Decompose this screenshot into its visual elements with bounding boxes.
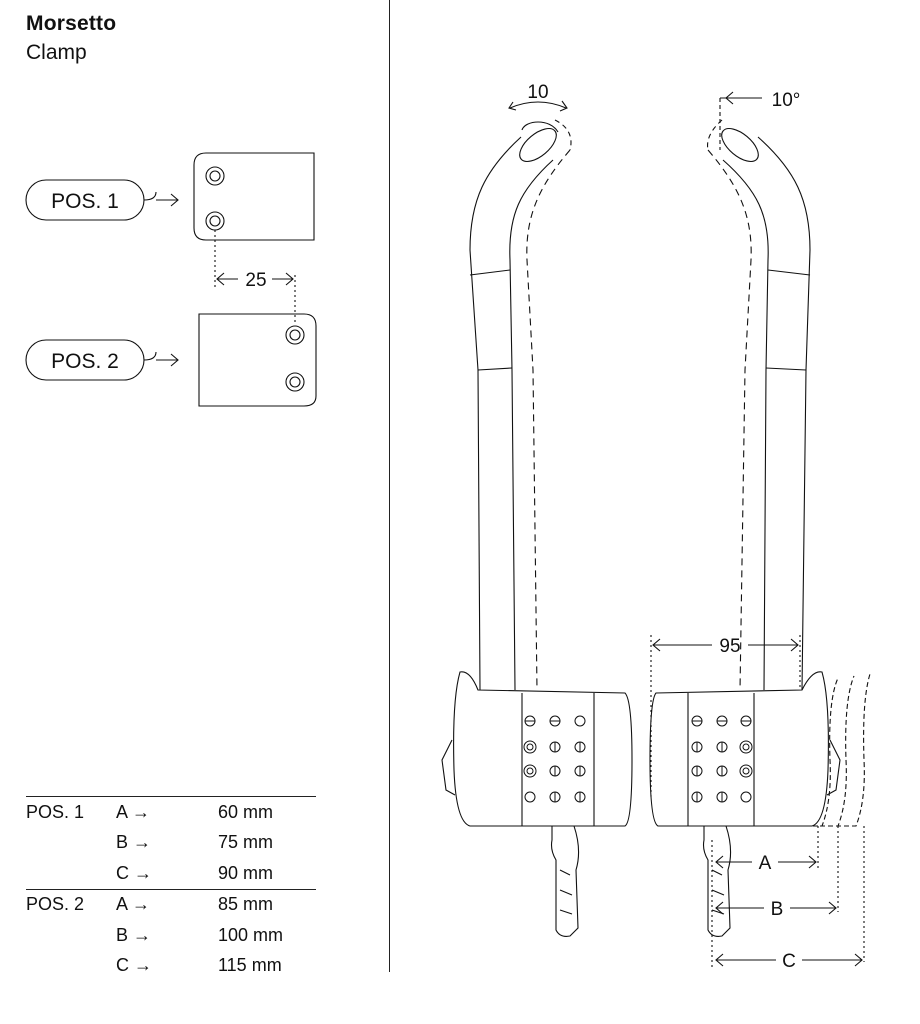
table-key-cell: C → (116, 955, 152, 976)
clamp-pos-2-callout: POS. 2 (25, 339, 179, 381)
right-rotation-dimension: 10° (720, 90, 800, 111)
pos-2-arrow (143, 351, 179, 367)
vertical-divider (389, 0, 390, 972)
table-pos-cell: POS. 2 (26, 888, 116, 920)
page-title: Morsetto (26, 12, 117, 35)
width-95-label: 95 (719, 636, 740, 657)
plate-1-hole-bottom (205, 211, 225, 231)
offset-25-label: 25 (245, 270, 266, 291)
extension-b-label: B (771, 899, 784, 920)
offset-dimension: 25 (214, 230, 296, 325)
clamp-pos-1-callout: POS. 1 (25, 179, 179, 221)
pos-1-arrow (143, 191, 179, 207)
clamp-plate-pos-2 (198, 313, 317, 407)
left-rotation-dimension: 10 (508, 82, 568, 112)
table-key-cell: B → (116, 924, 152, 945)
plate-1-hole-top (205, 166, 225, 186)
right-aerobar (649, 98, 871, 937)
table-row: POS. 1 A → 60 mm (26, 796, 316, 828)
table-key-cell: A → (116, 888, 218, 920)
table-row: C → 115 mm (26, 951, 316, 982)
table-value-cell: 85 mm (218, 888, 316, 920)
table-row: POS. 2 A → 85 mm (26, 888, 316, 920)
clamp-plate-pos-1 (193, 152, 315, 241)
table-value-cell: 75 mm (218, 832, 274, 853)
extension-spec-table: POS. 1 A → 60 mm B → 75 mm C → 90 mm POS… (26, 796, 316, 981)
left-armrest-holes (523, 715, 586, 803)
pos-2-label: POS. 2 (51, 350, 119, 373)
left-aerobar (441, 119, 633, 937)
extension-c-label: C (782, 951, 796, 972)
table-key-cell: A → (116, 796, 218, 828)
width-dimension: 95 (650, 635, 801, 800)
plate-1-outline (193, 152, 315, 241)
right-armrest-holes (691, 715, 753, 803)
extension-dimensions: A B C (711, 826, 865, 972)
table-row: B → 100 mm (26, 920, 316, 951)
plate-2-outline (198, 313, 317, 407)
table-row: C → 90 mm (26, 858, 316, 889)
pos-1-label: POS. 1 (51, 190, 119, 213)
table-key-cell: C → (116, 862, 152, 883)
plate-2-hole-bottom (285, 372, 305, 392)
page-subtitle: Clamp (26, 41, 87, 64)
left-rotation-label: 10 (527, 82, 548, 103)
table-value-cell: 60 mm (218, 796, 316, 828)
table-row: B → 75 mm (26, 828, 316, 859)
extension-a-label: A (759, 853, 772, 874)
table-pos-cell: POS. 1 (26, 796, 116, 828)
table-value-cell: 115 mm (218, 955, 282, 976)
table-value-cell: 90 mm (218, 862, 274, 883)
plate-2-hole-top (285, 325, 305, 345)
right-rotation-label: 10° (772, 90, 801, 111)
table-key-cell: B → (116, 832, 152, 853)
table-value-cell: 100 mm (218, 924, 284, 945)
